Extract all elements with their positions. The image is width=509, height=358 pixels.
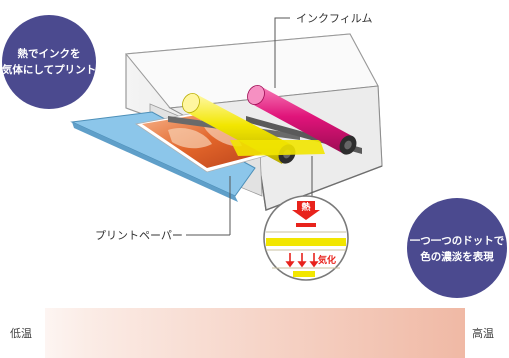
dot-gradation-bubble: 一つ一つのドットで 色の濃淡を表現 [407, 198, 507, 298]
heat-head-bar [296, 223, 316, 227]
heat-bubble-line1: 熱でインクを [18, 47, 81, 60]
ink-film-yellow-strip [230, 140, 325, 156]
down-arrow-icons [285, 253, 319, 268]
yellow-dot [293, 271, 315, 277]
dot-bubble-line1: 一つ一つのドットで [410, 235, 505, 247]
high-temp-label: 高温 [472, 327, 494, 340]
heat-bubble-line2: 気体にしてプリント [1, 63, 96, 76]
yellow-ink-layer [266, 238, 346, 246]
dot-bubble-line2: 色の濃淡を表現 [420, 250, 494, 263]
heat-label: 熱 [301, 201, 310, 213]
temperature-gradient-bar [45, 308, 465, 358]
magenta-ink-roll [247, 85, 357, 155]
heat-transfer-detail: 熱 気化 [263, 195, 349, 281]
low-temp-label: 低温 [10, 327, 32, 340]
print-paper-label: プリントペーパー [95, 229, 183, 242]
vaporize-label: 気化 [318, 254, 336, 266]
ink-film-label: インクフィルム [296, 12, 373, 25]
paper-tray [70, 111, 256, 202]
print-paper-callout: プリントペーパー [95, 176, 231, 242]
heat-arrow-icon [292, 201, 320, 220]
heat-print-bubble: 熱でインクを 気体にしてプリント [1, 15, 96, 109]
ink-film-callout: インクフィルム [274, 12, 373, 88]
